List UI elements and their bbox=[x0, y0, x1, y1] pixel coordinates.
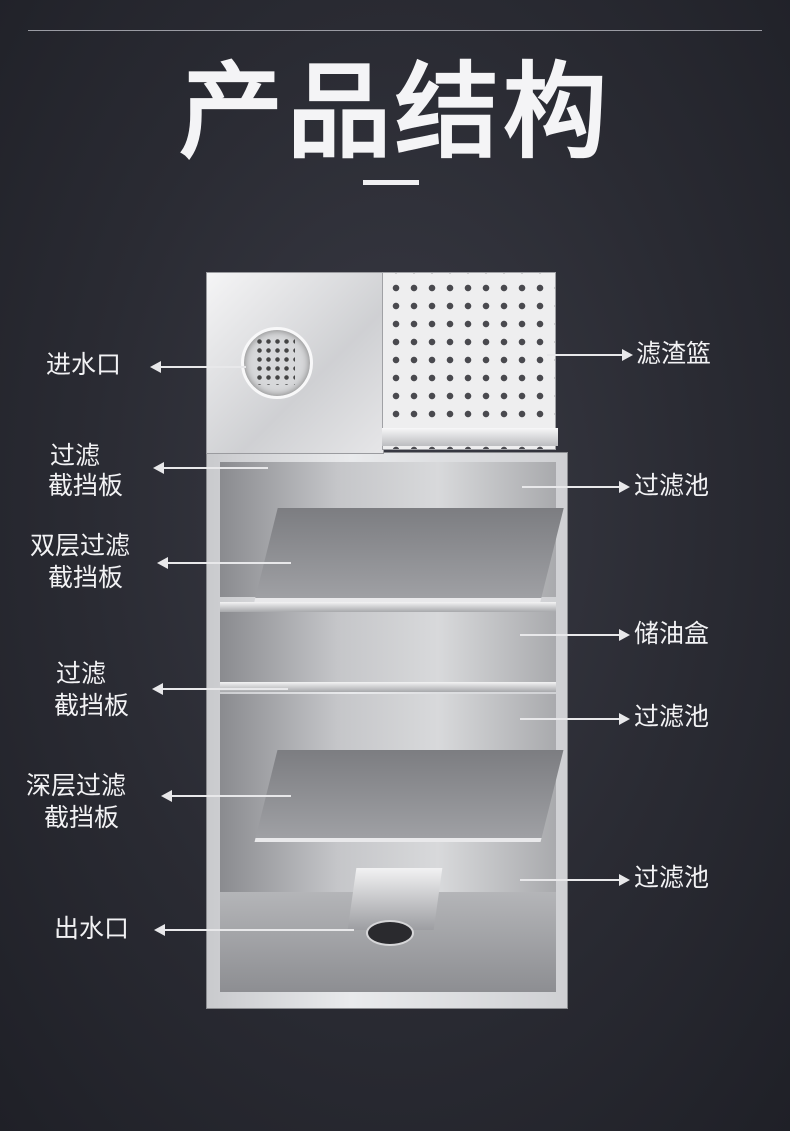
label-pool-1: 过滤池 bbox=[634, 471, 710, 500]
arrow-pool-3 bbox=[520, 874, 630, 886]
basket-lip bbox=[382, 428, 558, 446]
outlet-hole bbox=[366, 920, 414, 946]
arrow-pool-1 bbox=[522, 481, 630, 493]
arrow-double bbox=[157, 557, 291, 569]
label-pool-3: 过滤池 bbox=[634, 863, 710, 892]
double-baffle-plate bbox=[254, 508, 564, 602]
middle-shelf bbox=[220, 682, 556, 692]
label-outlet: 出水口 bbox=[54, 914, 130, 943]
arrow-outlet bbox=[154, 924, 354, 936]
inlet-strainer bbox=[255, 337, 295, 385]
arrow-oil-box bbox=[520, 629, 630, 641]
title-underline bbox=[363, 180, 419, 185]
label-deep-line1: 深层过滤 bbox=[26, 771, 127, 800]
filter-basket bbox=[382, 272, 556, 450]
label-baffle-2-line2: 截挡板 bbox=[54, 691, 130, 720]
label-pool-2: 过滤池 bbox=[634, 702, 710, 731]
top-divider bbox=[28, 30, 762, 31]
label-baffle-2-line1: 过滤 bbox=[56, 659, 107, 688]
upper-shelf bbox=[220, 602, 556, 612]
grease-trap-illustration bbox=[206, 272, 570, 1010]
arrow-baffle-1 bbox=[153, 462, 268, 474]
label-deep-line2: 截挡板 bbox=[44, 803, 120, 832]
deep-baffle-plate bbox=[254, 750, 564, 842]
label-baffle-1-line2: 截挡板 bbox=[48, 471, 124, 500]
label-basket: 滤渣篮 bbox=[636, 339, 712, 368]
arrow-pool-2 bbox=[520, 713, 630, 725]
inlet-block bbox=[206, 272, 384, 454]
arrow-deep bbox=[161, 790, 291, 802]
oil-box-chamber bbox=[220, 612, 556, 682]
label-double-line1: 双层过滤 bbox=[30, 531, 131, 560]
label-double-line2: 截挡板 bbox=[48, 563, 124, 592]
arrow-basket bbox=[547, 349, 633, 361]
arrow-baffle-2 bbox=[152, 683, 288, 695]
arrow-inlet bbox=[150, 361, 246, 373]
label-oil-box: 储油盒 bbox=[634, 619, 710, 648]
label-inlet: 进水口 bbox=[46, 350, 122, 379]
label-baffle-1-line1: 过滤 bbox=[50, 441, 101, 470]
page-title: 产品结构 bbox=[178, 51, 611, 173]
